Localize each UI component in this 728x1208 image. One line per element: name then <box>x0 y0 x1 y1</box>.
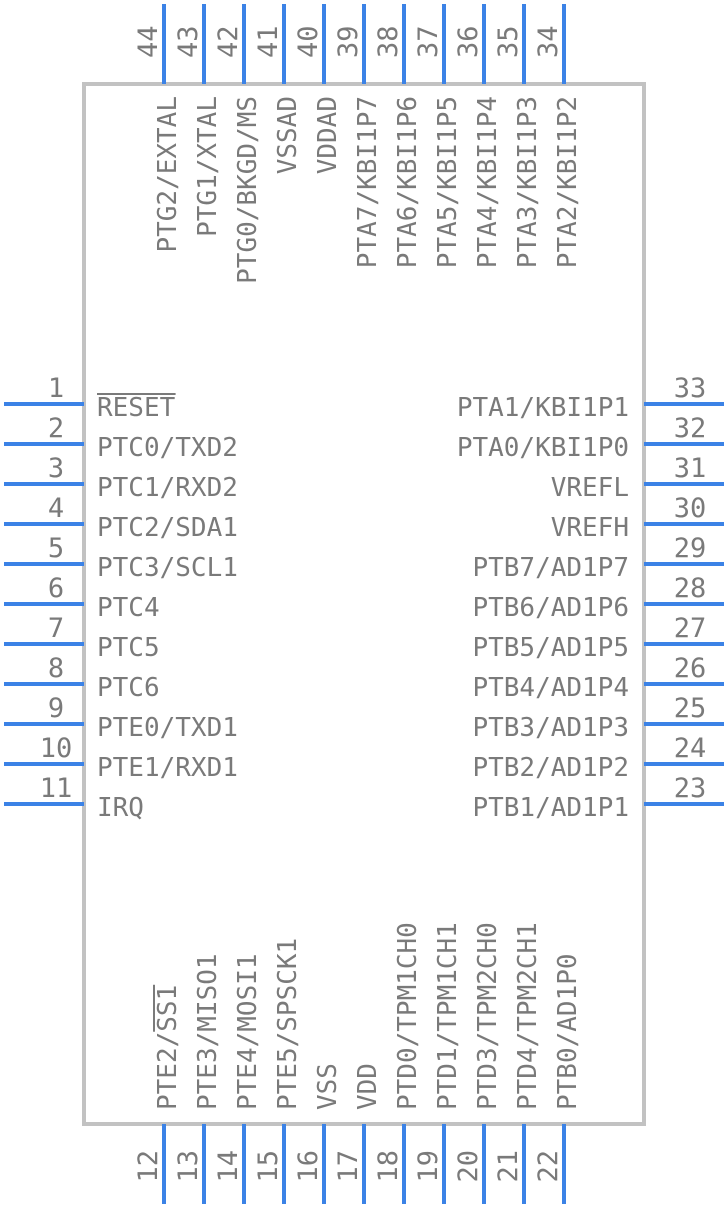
pin-11-number: 11 <box>40 773 73 804</box>
pin-15-label: PTE5/SPSCK1 <box>273 938 303 1110</box>
pin-16-number: 16 <box>293 1150 324 1183</box>
pin-1-number: 1 <box>48 373 64 404</box>
pin-44-number: 44 <box>133 25 164 58</box>
pin-41-label: VSSAD <box>273 96 303 174</box>
pin-28-number: 28 <box>674 573 707 604</box>
pin-32-label: PTA0/KBI1P0 <box>457 433 629 463</box>
pin-19-number: 19 <box>413 1150 444 1183</box>
pin-2-label: PTC0/TXD2 <box>97 433 238 463</box>
pin-3-number: 3 <box>48 453 64 484</box>
pin-29-number: 29 <box>674 533 707 564</box>
pin-9-label: PTE0/TXD1 <box>97 713 238 743</box>
pin-17-label: VDD <box>353 1063 383 1110</box>
pin-1-label: RESET <box>97 393 176 423</box>
pin-42-label: PTG0/BKGD/MS <box>233 96 263 284</box>
pin-5-label: PTC3/SCL1 <box>97 553 238 583</box>
pin-8-label: PTC6 <box>97 673 160 703</box>
pin-35-label: PTA3/KBI1P3 <box>513 96 543 268</box>
pin-9-number: 9 <box>48 693 64 724</box>
pin-38-label: PTA6/KBI1P6 <box>393 96 423 268</box>
pin-21-number: 21 <box>493 1150 524 1183</box>
pin-35-number: 35 <box>493 25 524 58</box>
pin-25-label: PTB3/AD1P3 <box>472 713 629 743</box>
pin-29-label: PTB7/AD1P7 <box>472 553 629 583</box>
pin-30-label: VREFH <box>551 513 629 543</box>
pin-12-label: PTE2/SS1 <box>153 985 183 1110</box>
pin-28-label: PTB6/AD1P6 <box>472 593 629 623</box>
pin-14-label: PTE4/MOSI1 <box>233 953 263 1110</box>
pin-20-label: PTD3/TPM2CH0 <box>473 922 503 1110</box>
pin-43-label: PTG1/XTAL <box>193 96 223 237</box>
pin-23-number: 23 <box>674 773 707 804</box>
pin-34-number: 34 <box>533 25 564 58</box>
pin-24-label: PTB2/AD1P2 <box>472 753 629 783</box>
pin-12-number: 12 <box>133 1150 164 1183</box>
pin-34-label: PTA2/KBI1P2 <box>553 96 583 268</box>
pin-36-label: PTA4/KBI1P4 <box>473 96 503 268</box>
pin-27-label: PTB5/AD1P5 <box>472 633 629 663</box>
pin-5-number: 5 <box>48 533 64 564</box>
pin-44-label: PTG2/EXTAL <box>153 96 183 253</box>
pin-33-number: 33 <box>674 373 707 404</box>
pin-43-number: 43 <box>173 25 204 58</box>
pin-3-label: PTC1/RXD2 <box>97 473 238 503</box>
pin-32-number: 32 <box>674 413 707 444</box>
pin-4-number: 4 <box>48 493 64 524</box>
pin-11-label: IRQ <box>97 793 144 823</box>
pin-6-label: PTC4 <box>97 593 160 623</box>
pin-7-number: 7 <box>48 613 64 644</box>
pin-36-number: 36 <box>453 25 484 58</box>
pin-31-label: VREFL <box>551 473 629 503</box>
pin-31-number: 31 <box>674 453 707 484</box>
pin-13-label: PTE3/MISO1 <box>193 953 223 1110</box>
pin-6-number: 6 <box>48 573 64 604</box>
pin-8-number: 8 <box>48 653 64 684</box>
pin-41-number: 41 <box>253 25 284 58</box>
pin-18-number: 18 <box>373 1150 404 1183</box>
pin-40-label: VDDAD <box>313 96 343 174</box>
pin-22-label: PTB0/AD1P0 <box>553 953 583 1110</box>
pin-15-number: 15 <box>253 1150 284 1183</box>
pin-30-number: 30 <box>674 493 707 524</box>
pin-42-number: 42 <box>213 25 244 58</box>
pin-37-number: 37 <box>413 25 444 58</box>
pin-16-label: VSS <box>313 1063 343 1110</box>
pin-14-number: 14 <box>213 1150 244 1183</box>
pin-27-number: 27 <box>674 613 707 644</box>
pin-10-number: 10 <box>40 733 73 764</box>
pin-22-number: 22 <box>533 1150 564 1183</box>
pin-13-number: 13 <box>173 1150 204 1183</box>
pin-21-label: PTD4/TPM2CH1 <box>513 922 543 1110</box>
pin-39-number: 39 <box>333 25 364 58</box>
pin-26-label: PTB4/AD1P4 <box>472 673 629 703</box>
pin-40-number: 40 <box>293 25 324 58</box>
pin-25-number: 25 <box>674 693 707 724</box>
pin-10-label: PTE1/RXD1 <box>97 753 238 783</box>
pin-39-label: PTA7/KBI1P7 <box>353 96 383 268</box>
pin-20-number: 20 <box>453 1150 484 1183</box>
pin-19-label: PTD1/TPM1CH1 <box>433 922 463 1110</box>
pin-2-number: 2 <box>48 413 64 444</box>
pin-38-number: 38 <box>373 25 404 58</box>
pin-17-number: 17 <box>333 1150 364 1183</box>
pin-23-label: PTB1/AD1P1 <box>472 793 629 823</box>
pin-7-label: PTC5 <box>97 633 160 663</box>
pin-18-label: PTD0/TPM1CH0 <box>393 922 423 1110</box>
pin-37-label: PTA5/KBI1P5 <box>433 96 463 268</box>
pin-26-number: 26 <box>674 653 707 684</box>
pin-24-number: 24 <box>674 733 707 764</box>
pin-4-label: PTC2/SDA1 <box>97 513 238 543</box>
pin-33-label: PTA1/KBI1P1 <box>457 393 629 423</box>
